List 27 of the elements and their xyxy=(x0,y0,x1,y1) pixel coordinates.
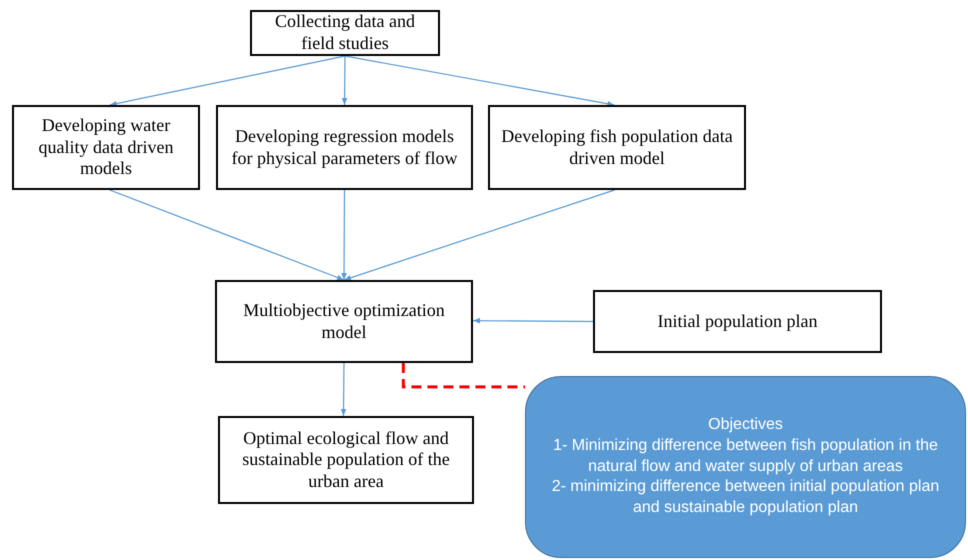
arrow xyxy=(344,189,615,281)
panel-heading: Objectives xyxy=(708,415,783,435)
objectives-panel xyxy=(525,376,966,558)
process-box xyxy=(215,280,473,363)
process-box xyxy=(593,290,882,353)
arrow xyxy=(342,56,348,105)
arrow xyxy=(110,55,346,106)
box-label: Initial population plan xyxy=(658,310,818,332)
process-box xyxy=(488,105,746,190)
box-label: Developing water quality data driven models xyxy=(38,115,174,180)
box-label: Multiobjective optimization model xyxy=(242,300,446,344)
box-label: Developing fish population data driven model xyxy=(500,126,734,170)
objective-text: 2- minimizing difference between initial population plan and sustainable population plan xyxy=(550,477,940,518)
arrow xyxy=(344,55,615,106)
process-box xyxy=(216,105,473,190)
box-label: Collecting data and field studies xyxy=(274,11,416,55)
arrow xyxy=(110,189,344,281)
box-label: Optimal ecological flow and sustainable population of the urban area xyxy=(241,428,451,492)
arrow xyxy=(340,363,346,416)
arrow xyxy=(473,318,593,324)
arrow xyxy=(341,190,347,280)
process-box xyxy=(218,416,474,504)
process-box xyxy=(12,105,200,190)
objective-text: 1- Minimizing difference between fish population in the natural flow and water supply of urban areas xyxy=(552,436,939,477)
box-label: Developing regression models for physical parameters of flow xyxy=(230,126,458,170)
dashed-connector xyxy=(402,363,525,388)
process-box xyxy=(250,10,440,56)
